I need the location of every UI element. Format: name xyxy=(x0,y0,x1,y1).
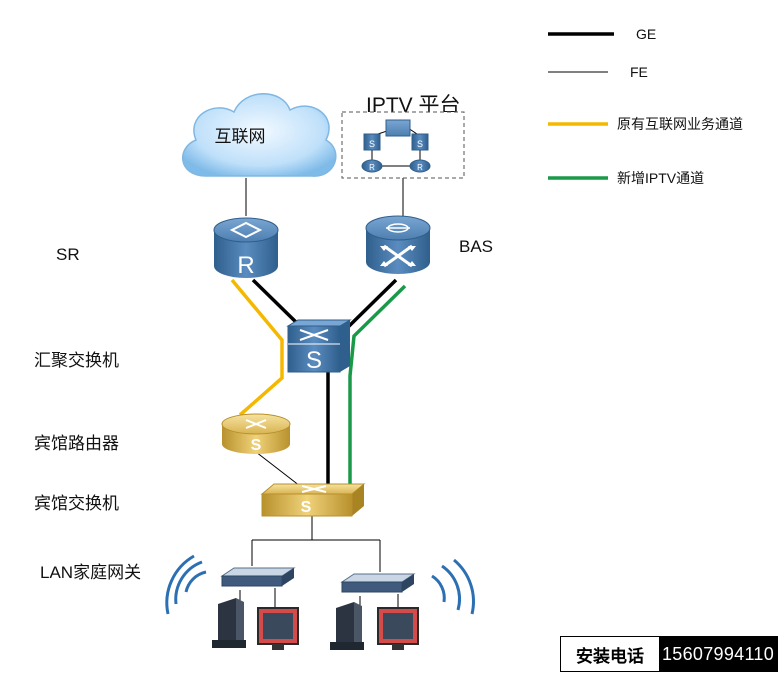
router-icon xyxy=(214,230,278,278)
aggregation-switch-label: 汇聚交换机 xyxy=(34,351,119,370)
link-bas-switch-ge xyxy=(341,278,398,334)
platform-router-1-icon xyxy=(361,159,383,173)
internet-cloud: 互联网 xyxy=(181,93,337,177)
svg-text:S: S xyxy=(369,139,375,149)
bas-icon xyxy=(366,228,430,274)
link-sr-switch-ge xyxy=(251,278,302,328)
hotel-switch-label: 宾馆交换机 xyxy=(34,494,119,513)
svg-text:S: S xyxy=(417,139,423,149)
legend: GE FE 原有互联网业务通道 新增IPTV通道 xyxy=(548,26,743,186)
bas-label: BAS xyxy=(459,237,493,256)
internet-path-line xyxy=(230,278,284,417)
platform-server-icon xyxy=(385,119,411,137)
bas-device xyxy=(365,215,431,274)
sr-label: SR xyxy=(56,245,80,264)
lan-gateway-label: LAN家庭网关 xyxy=(40,563,141,582)
legend-internet-path-label: 原有互联网业务通道 xyxy=(617,116,743,132)
wifi-signal-icon xyxy=(184,570,207,593)
legend-ge-label: GE xyxy=(636,26,656,42)
iptv-path-line xyxy=(348,284,407,486)
links xyxy=(230,178,407,614)
link-hotelrouter-hotelswitch-fe xyxy=(255,451,301,487)
cloud-icon xyxy=(181,93,337,177)
lan-gateway-left xyxy=(165,554,296,615)
aggregation-switch: S xyxy=(286,319,352,374)
legend-fe-label: FE xyxy=(630,64,648,80)
sr-router: R xyxy=(213,217,279,279)
platform-switch-2-icon xyxy=(411,133,429,151)
contact-banner: 安装电话 15607994110 xyxy=(560,636,778,672)
switch-icon xyxy=(287,325,341,373)
legend-iptv-path-label: 新增IPTV通道 xyxy=(617,170,704,186)
svg-text:R: R xyxy=(417,163,423,172)
wifi-signal-icon xyxy=(431,574,446,603)
hotel-router-glyph: S xyxy=(251,437,262,454)
switch-glyph: S xyxy=(306,347,322,374)
sr-router-glyph: R xyxy=(237,252,254,279)
platform-router-2-icon xyxy=(409,159,431,173)
hotel-router-label: 宾馆路由器 xyxy=(34,434,119,453)
lan-gateway-right xyxy=(340,558,475,615)
pc-right xyxy=(330,602,419,650)
hotel-switch-icon xyxy=(261,493,353,517)
iptv-platform-title: IPTV 平台 xyxy=(366,94,461,117)
hotel-switch-glyph: S xyxy=(301,499,312,516)
internet-label: 互联网 xyxy=(215,127,266,146)
gateway-icon xyxy=(341,581,403,593)
hotel-switch: S xyxy=(260,483,366,517)
pc-left xyxy=(212,598,299,650)
gateway-icon xyxy=(221,575,283,587)
pc-tower-icon xyxy=(336,602,354,648)
iptv-platform: IPTV 平台 S S R R xyxy=(341,94,465,179)
hotel-router: S xyxy=(221,413,291,454)
svg-text:R: R xyxy=(369,163,375,172)
platform-switch-1-icon xyxy=(363,133,381,151)
contact-label: 安装电话 xyxy=(561,637,659,671)
pc-tower-icon xyxy=(218,598,236,646)
contact-phone: 15607994110 xyxy=(659,637,777,671)
